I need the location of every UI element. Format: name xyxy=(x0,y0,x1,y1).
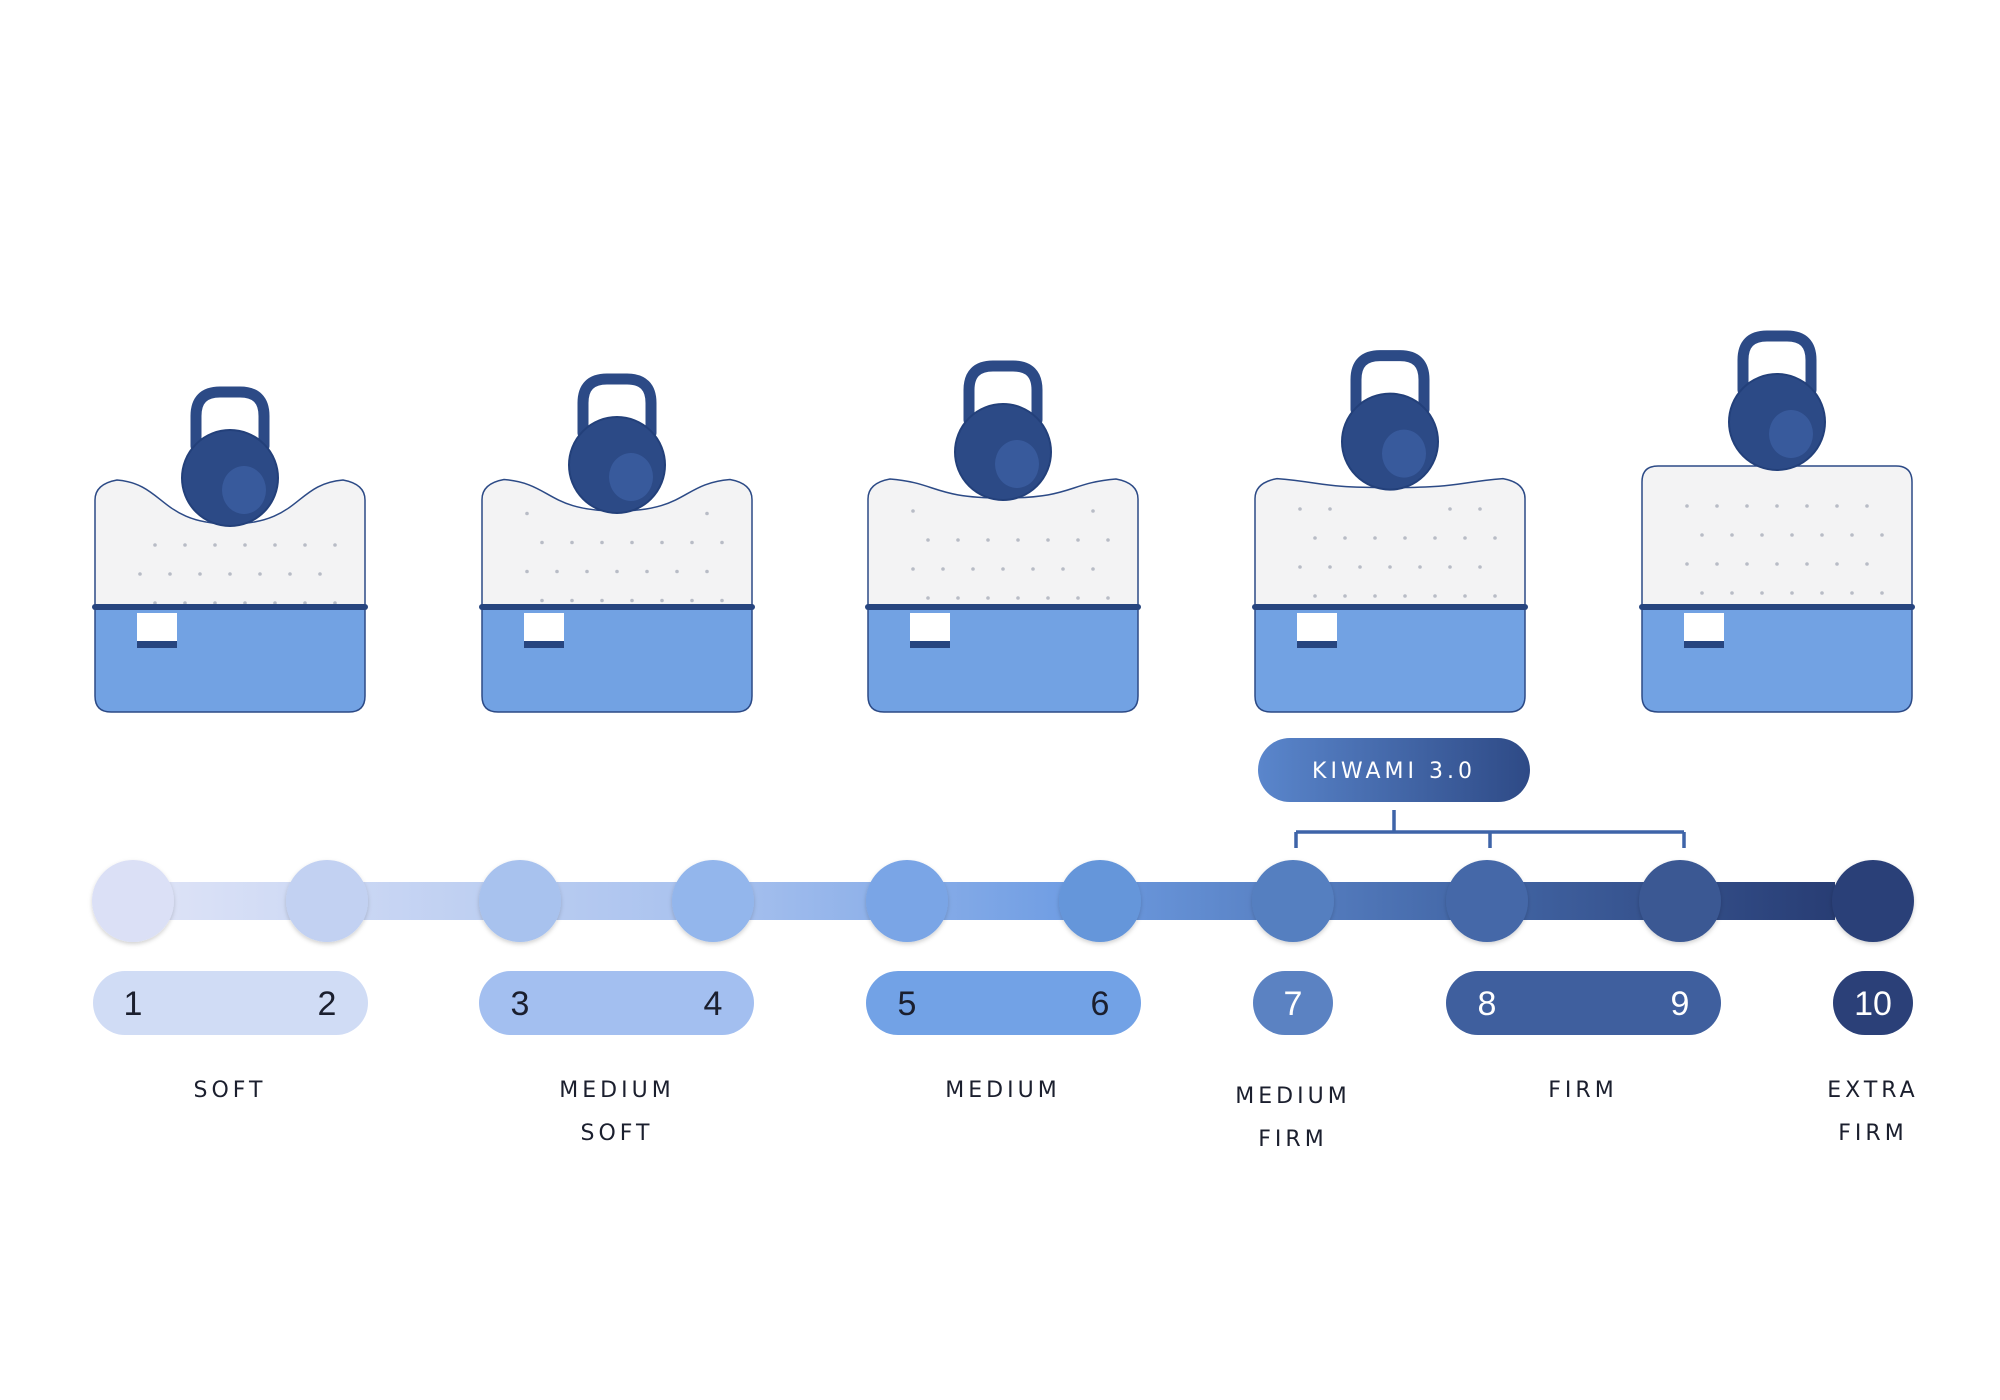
foam-texture xyxy=(138,543,337,605)
scale-pill-3 xyxy=(866,971,1141,1035)
mattress-divider xyxy=(92,604,368,610)
mattress-divider xyxy=(1639,604,1915,610)
scale-number-1: 1 xyxy=(124,985,143,1023)
mattress-tag-stripe xyxy=(1297,641,1337,648)
category-label-line: SOFT xyxy=(194,1078,267,1103)
category-label-5: FIRM xyxy=(1548,1078,1617,1103)
mattress-divider xyxy=(1252,604,1528,610)
foam-texture xyxy=(525,511,724,603)
scale-dot-10 xyxy=(1832,860,1914,942)
mattress-tag xyxy=(524,613,564,641)
scale-dot-8 xyxy=(1446,860,1528,942)
mattress-2 xyxy=(479,373,755,713)
category-label-6: EXTRA FIRM xyxy=(1827,1078,1918,1146)
scale-number-2: 2 xyxy=(318,985,337,1023)
mattress-1 xyxy=(92,386,368,713)
mattress-tag xyxy=(1684,613,1724,641)
scale-dot-9 xyxy=(1639,860,1721,942)
scale-dot-3 xyxy=(479,860,561,942)
mattress-tag xyxy=(137,613,177,641)
mattress-3 xyxy=(865,360,1141,713)
mattress-base xyxy=(94,606,366,713)
category-label-line: MEDIUM xyxy=(945,1078,1060,1103)
category-label-line: FIRM xyxy=(1548,1078,1617,1103)
product-badge xyxy=(1258,738,1530,802)
scale-number-9: 9 xyxy=(1671,985,1690,1023)
scale-pill-2 xyxy=(479,971,754,1035)
category-label-line: FIRM xyxy=(1838,1121,1907,1146)
kettlebell-icon xyxy=(568,373,666,514)
foam-texture xyxy=(1298,507,1497,598)
scale-number-3: 3 xyxy=(511,985,530,1023)
kettlebell-icon xyxy=(181,386,279,527)
mattress-5 xyxy=(1639,330,1915,713)
mattress-tag-stripe xyxy=(137,641,177,648)
scale-pill-4 xyxy=(1253,971,1333,1035)
kettlebell-icon xyxy=(1728,330,1826,471)
category-label-line: MEDIUM xyxy=(1235,1084,1350,1109)
foam-texture xyxy=(1685,504,1884,595)
mattress-divider xyxy=(479,604,755,610)
mattress-divider xyxy=(865,604,1141,610)
scale-track xyxy=(135,882,1835,920)
scale-dot-1 xyxy=(92,860,174,942)
mattress-base xyxy=(867,606,1139,713)
scale-dot-6 xyxy=(1059,860,1141,942)
category-label-1: SOFT xyxy=(194,1078,267,1103)
badge-bracket xyxy=(1294,810,1686,848)
category-label-line: SOFT xyxy=(581,1121,654,1146)
mattress-tag-stripe xyxy=(524,641,564,648)
category-label-line: FIRM xyxy=(1258,1127,1327,1152)
kettlebell-icon xyxy=(1341,350,1439,491)
category-label-2: MEDIUM SOFT xyxy=(559,1078,674,1146)
scale-dots xyxy=(92,860,1914,942)
category-label-line: MEDIUM xyxy=(559,1078,674,1103)
mattress-illustrations xyxy=(92,330,1915,713)
scale-dot-5 xyxy=(866,860,948,942)
category-labels: SOFT MEDIUM SOFT MEDIUM MEDIUM FIRM FIRM EXTRA F… xyxy=(194,1078,1918,1152)
category-label-3: MEDIUM xyxy=(945,1078,1060,1103)
scale-number-8: 8 xyxy=(1478,985,1497,1023)
scale-pill-6 xyxy=(1833,971,1913,1035)
mattress-base xyxy=(1641,606,1913,713)
mattress-tag xyxy=(1297,613,1337,641)
scale-number-10: 10 xyxy=(1854,985,1892,1023)
scale-dot-4 xyxy=(672,860,754,942)
mattress-tag xyxy=(910,613,950,641)
mattress-4 xyxy=(1252,350,1528,713)
kettlebell-icon xyxy=(954,360,1052,501)
product-badge-group: KIWAMI 3.0 xyxy=(1258,738,1686,848)
scale-number-7: 7 xyxy=(1284,985,1303,1023)
scale-pill-5 xyxy=(1446,971,1721,1035)
foam-texture xyxy=(911,509,1110,600)
mattress-base xyxy=(481,606,753,713)
mattress-base xyxy=(1254,606,1526,713)
scale-number-6: 6 xyxy=(1091,985,1110,1023)
scale-number-pills: 1 2 3 4 5 6 7 8 9 10 xyxy=(93,971,1913,1035)
scale-dot-7 xyxy=(1252,860,1334,942)
category-label-line: EXTRA xyxy=(1827,1078,1918,1103)
scale-number-5: 5 xyxy=(898,985,917,1023)
mattress-foam-layer xyxy=(1641,465,1913,608)
product-badge-label: KIWAMI 3.0 xyxy=(1312,759,1476,784)
scale-dot-2 xyxy=(286,860,368,942)
mattress-tag-stripe xyxy=(1684,641,1724,648)
scale-pill-1 xyxy=(93,971,368,1035)
mattress-foam-layer xyxy=(1254,477,1526,608)
scale-number-4: 4 xyxy=(704,985,723,1023)
category-label-4: MEDIUM FIRM xyxy=(1235,1084,1350,1152)
mattress-tag-stripe xyxy=(910,641,950,648)
